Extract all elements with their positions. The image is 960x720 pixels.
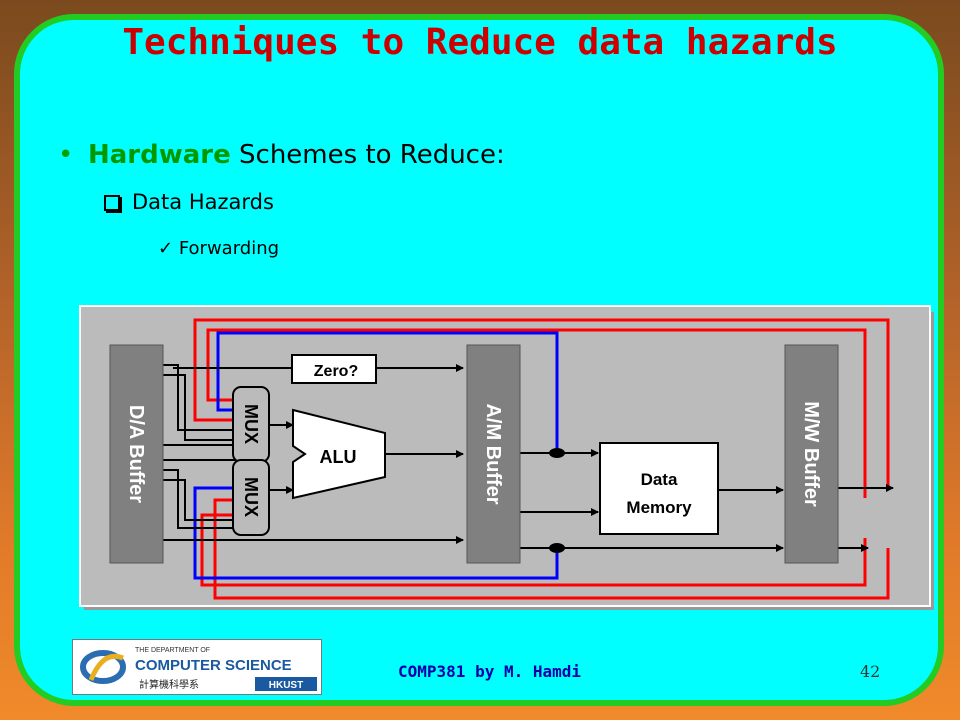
- bullet-forwarding: ✓ Forwarding: [158, 238, 279, 259]
- department-logo: THE DEPARTMENT OF COMPUTER SCIENCE 計算機科學…: [72, 639, 322, 695]
- zero-detector: Zero?: [291, 354, 377, 384]
- am-buffer-label: A/M Buffer: [482, 403, 504, 504]
- junction-dot: [549, 448, 565, 458]
- data-memory: Data Memory: [599, 442, 719, 535]
- logo-line1: THE DEPARTMENT OF: [135, 647, 210, 654]
- junction-dot: [549, 543, 565, 553]
- bullet-hardware: • Hardware Schemes to Reduce:: [58, 140, 505, 170]
- mw-buffer: M/W Buffer: [784, 344, 839, 564]
- am-buffer: A/M Buffer: [466, 344, 521, 564]
- alu-label: ALU: [320, 447, 357, 467]
- bullet-highlight: Hardware: [88, 140, 231, 170]
- logo-graphic: THE DEPARTMENT OF COMPUTER SCIENCE 計算機科學…: [80, 647, 317, 691]
- da-buffer-label: D/A Buffer: [125, 405, 147, 503]
- mux-bottom-label: MUX: [241, 477, 261, 517]
- checkmark-icon: ✓: [158, 238, 179, 259]
- bullet-dot-icon: •: [58, 140, 74, 170]
- logo-line2: COMPUTER SCIENCE: [135, 657, 292, 674]
- mux-top: MUX: [232, 386, 270, 463]
- forwarding-paths-blue: [193, 331, 559, 580]
- zero-label: Zero?: [314, 363, 358, 380]
- mux-bottom: MUX: [232, 459, 270, 536]
- bullet-text: Schemes to Reduce:: [230, 140, 505, 170]
- logo-chinese: 計算機科學系: [139, 678, 199, 691]
- mw-buffer-label: M/W Buffer: [800, 401, 822, 507]
- bullet-text: Forwarding: [178, 238, 280, 259]
- da-buffer: D/A Buffer: [109, 344, 164, 564]
- logo-emblem-icon: [80, 650, 126, 684]
- mux-top-label: MUX: [241, 404, 261, 444]
- alu: ALU: [292, 408, 386, 500]
- logo-school: HKUST: [269, 680, 303, 691]
- bullet-text: Data Hazards: [132, 190, 274, 214]
- checkbox-square-icon: [104, 195, 120, 211]
- bullet-data-hazards: Data Hazards: [104, 190, 274, 214]
- forwarding-paths-red: [193, 318, 890, 600]
- footer-text: COMP381 by M. Hamdi: [398, 662, 582, 681]
- slide-title: Techniques to Reduce data hazards: [122, 22, 838, 63]
- data-memory-label-1: Data: [641, 470, 678, 489]
- data-memory-label-2: Memory: [626, 498, 692, 517]
- page-number: 42: [860, 662, 881, 681]
